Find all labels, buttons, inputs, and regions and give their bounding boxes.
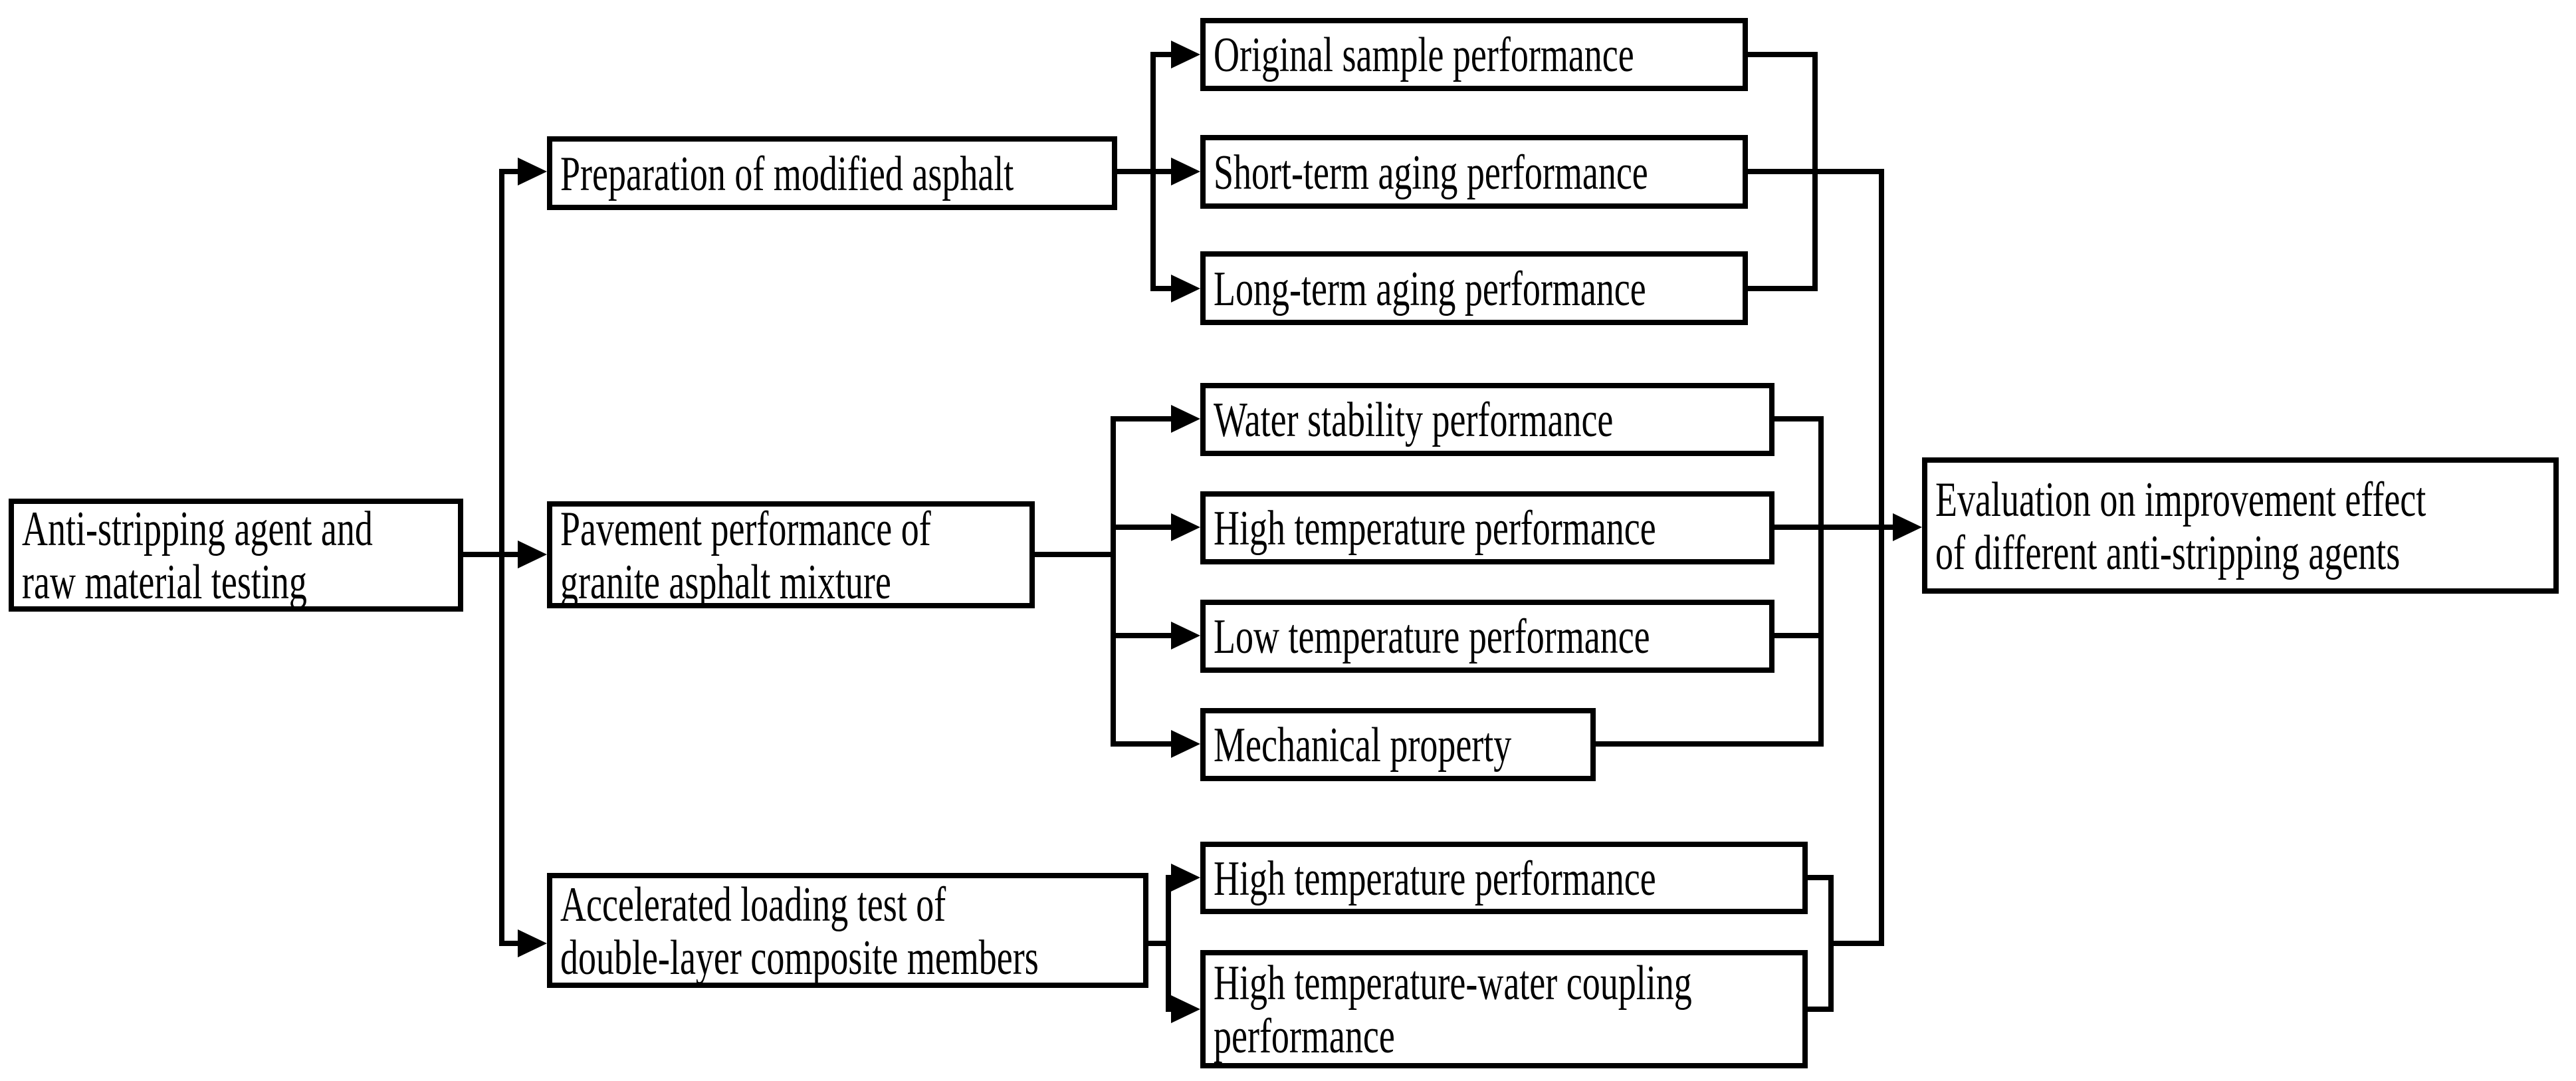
node-high-temp-water-coupling: High temperature-water coupling performa… (1200, 950, 1808, 1068)
arrowhead (518, 929, 547, 957)
node-label-line: High temperature performance (1214, 850, 1656, 905)
arrowhead (1171, 405, 1200, 433)
node-label-line: Mechanical property (1214, 717, 1512, 773)
arrowhead (1171, 622, 1200, 650)
node-label-line: granite asphalt mixture (560, 554, 891, 608)
node-label-line: raw material testing (22, 554, 307, 610)
node-label-line: Short-term aging performance (1214, 144, 1648, 199)
arrowhead (518, 540, 547, 568)
node-low-temperature: Low temperature performance (1200, 600, 1774, 673)
node-label-line: Original sample performance (1214, 27, 1634, 82)
arrowheads (518, 41, 1922, 1023)
connector-paths (463, 52, 1895, 1012)
node-label-line: of different anti-stripping agents (1935, 525, 2401, 580)
arrowhead (1893, 513, 1922, 541)
node-label-line: Pavement performance of (560, 501, 931, 556)
node-label-line: Accelerated loading test of (560, 876, 946, 931)
node-label-line: Evaluation on improvement effect (1935, 471, 2426, 527)
node-label-line: Water stability performance (1214, 392, 1614, 447)
node-accel-high-temperature: High temperature performance (1200, 842, 1808, 914)
node-anti-stripping-raw-material: Anti-stripping agent and raw material te… (9, 499, 463, 612)
node-preparation-modified-asphalt: Preparation of modified asphalt (547, 136, 1117, 210)
arrowhead (1171, 275, 1200, 302)
node-label-line: double-layer composite members (560, 929, 1039, 985)
node-label-line: Long-term aging performance (1214, 261, 1646, 316)
node-label-line: performance (1214, 1008, 1395, 1064)
node-label-line: Preparation of modified asphalt (560, 146, 1014, 201)
arrowhead (1171, 730, 1200, 758)
node-pavement-performance: Pavement performance of granite asphalt … (547, 501, 1035, 608)
arrowhead (518, 158, 547, 185)
node-long-term-aging: Long-term aging performance (1200, 251, 1748, 325)
node-label-line: Anti-stripping agent and (22, 501, 373, 556)
arrowhead (1171, 864, 1200, 892)
node-accelerated-loading-test: Accelerated loading test of double-layer… (547, 873, 1148, 988)
node-mechanical-property: Mechanical property (1200, 708, 1596, 781)
node-short-term-aging: Short-term aging performance (1200, 135, 1748, 209)
node-high-temperature: High temperature performance (1200, 491, 1774, 564)
arrowhead (1171, 41, 1200, 68)
node-original-sample: Original sample performance (1200, 18, 1748, 91)
arrowhead (1171, 995, 1200, 1023)
arrowhead (1171, 158, 1200, 185)
node-label-line: Low temperature performance (1214, 608, 1650, 664)
node-water-stability: Water stability performance (1200, 383, 1774, 456)
node-evaluation: Evaluation on improvement effect of diff… (1922, 457, 2559, 594)
node-label-line: High temperature-water coupling (1214, 955, 1692, 1011)
arrowhead (1171, 513, 1200, 541)
node-label-line: High temperature performance (1214, 500, 1656, 556)
